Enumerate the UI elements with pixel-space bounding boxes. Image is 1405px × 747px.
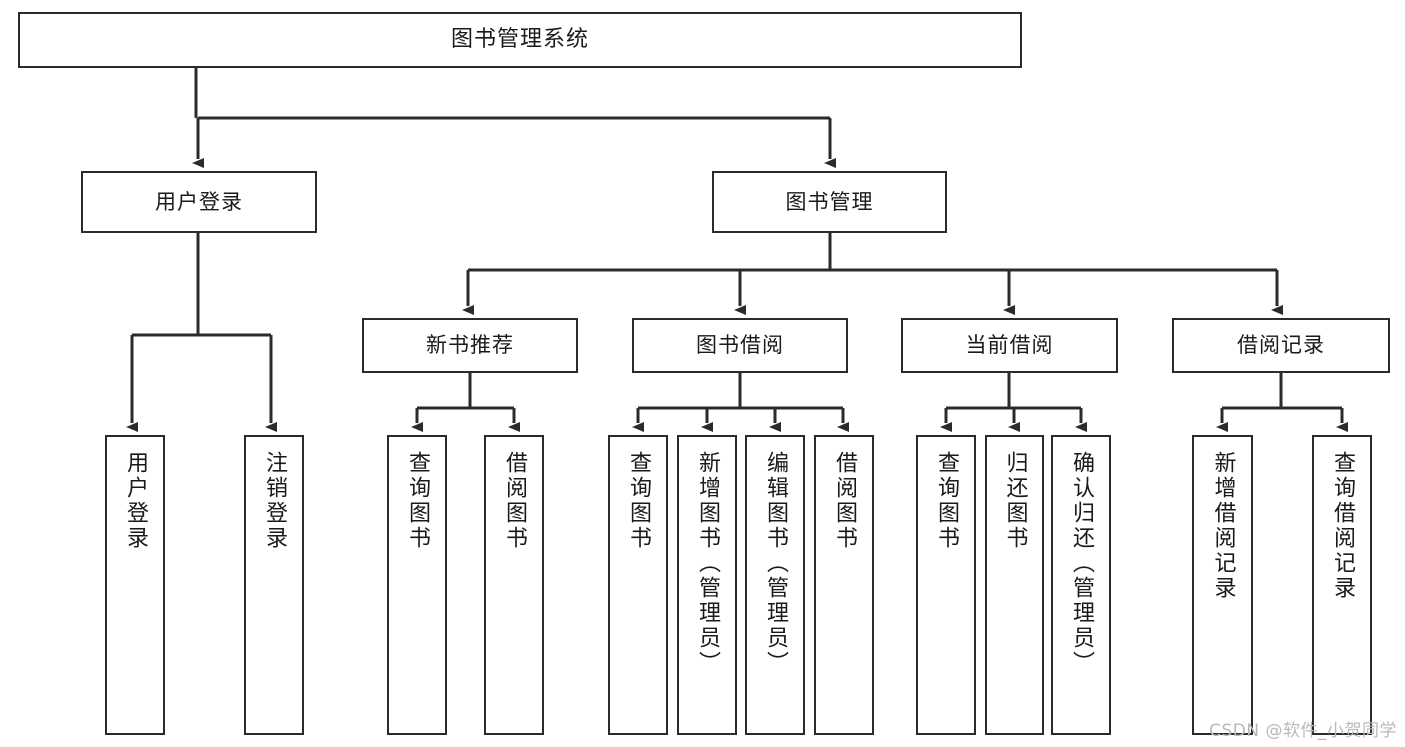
level3-node-2[interactable]: 当前借阅 — [901, 318, 1118, 373]
level3-node-0[interactable]: 新书推荐 — [362, 318, 578, 373]
level3-node-3[interactable]: 借阅记录 — [1172, 318, 1390, 373]
leaf-node-7[interactable]: 借阅图书 — [814, 435, 874, 735]
node-label: 新增图书（管理员） — [695, 451, 720, 676]
leaf-node-10[interactable]: 确认归还（管理员） — [1051, 435, 1111, 735]
node-label: 归还图书 — [1002, 451, 1028, 551]
node-label: 新增借阅记录 — [1210, 451, 1236, 601]
node-label: 借阅图书 — [832, 451, 857, 551]
node-label: 借阅图书 — [502, 451, 527, 551]
level2-node-0[interactable]: 用户登录 — [81, 171, 317, 233]
node-label: 查询图书 — [934, 451, 959, 551]
level2-node-1[interactable]: 图书管理 — [712, 171, 947, 233]
node-label: 用户登录 — [123, 451, 148, 551]
leaf-node-6[interactable]: 编辑图书（管理员） — [745, 435, 805, 735]
node-label: 用户登录 — [155, 189, 243, 214]
node-label: 当前借阅 — [965, 333, 1054, 358]
leaf-node-4[interactable]: 查询图书 — [608, 435, 668, 735]
leaf-node-3[interactable]: 借阅图书 — [484, 435, 544, 735]
node-label: 借阅记录 — [1237, 333, 1325, 358]
node-label: 查询借阅记录 — [1330, 451, 1355, 601]
node-label: 新书推荐 — [426, 333, 514, 358]
node-label: 图书借阅 — [696, 333, 784, 358]
level3-node-1[interactable]: 图书借阅 — [632, 318, 848, 373]
leaf-node-12[interactable]: 查询借阅记录 — [1312, 435, 1372, 735]
node-label: 确认归还（管理员） — [1069, 451, 1094, 676]
leaf-node-8[interactable]: 查询图书 — [916, 435, 976, 735]
node-label: 编辑图书（管理员） — [763, 451, 788, 676]
leaf-node-5[interactable]: 新增图书（管理员） — [677, 435, 737, 735]
leaf-node-1[interactable]: 注销登录 — [244, 435, 304, 735]
node-label: 图书管理 — [785, 189, 874, 214]
node-label: 查询图书 — [626, 451, 651, 551]
node-label: 查询图书 — [405, 451, 430, 551]
root-node-0[interactable]: 图书管理系统 — [18, 12, 1022, 68]
leaf-node-11[interactable]: 新增借阅记录 — [1192, 435, 1253, 735]
node-label: 注销登录 — [262, 451, 287, 551]
node-label: 图书管理系统 — [450, 27, 589, 53]
csdn-watermark: CSDN @软件_小贺同学 — [1209, 721, 1397, 741]
leaf-node-9[interactable]: 归还图书 — [985, 435, 1044, 735]
leaf-node-2[interactable]: 查询图书 — [387, 435, 447, 735]
leaf-node-0[interactable]: 用户登录 — [105, 435, 165, 735]
